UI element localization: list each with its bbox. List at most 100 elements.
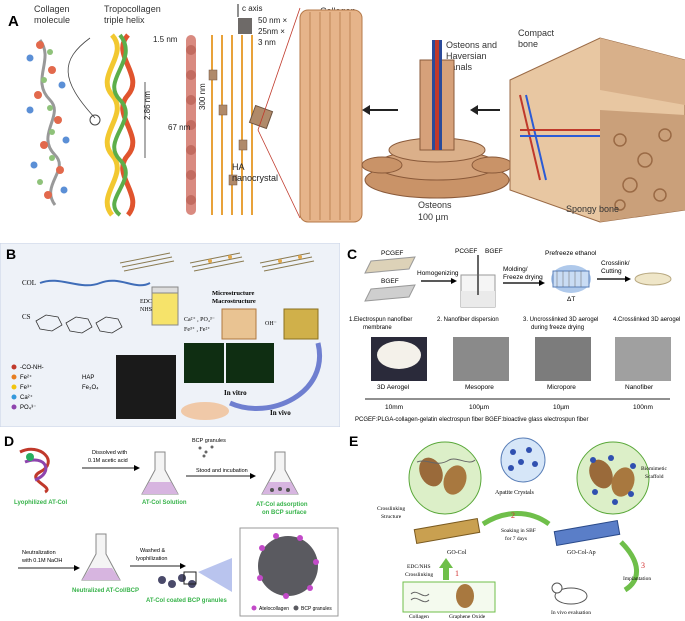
dim-2-86: 2.86 nm: [143, 91, 152, 120]
prefreeze-label: Prefreeze ethanol: [545, 250, 597, 257]
washed-label: Washed &: [140, 548, 166, 554]
panel-c: C PCGEF BGEF Homogenizing PCGEF BGEF Mol…: [345, 243, 685, 427]
canals-label: canals: [446, 62, 473, 72]
scale-1: 100µm: [469, 404, 489, 411]
step-num-1: 1: [455, 569, 459, 578]
compact-bone-label: Compact: [518, 28, 555, 38]
col-label: COL: [22, 279, 36, 287]
step-3b: during freeze drying: [531, 325, 584, 331]
aerogel-frozen: [551, 265, 591, 293]
osteons-label: Osteons: [418, 200, 452, 210]
crystal-dim-1: 50 nm ×: [258, 16, 287, 25]
collagen-label: Collagen: [409, 614, 429, 620]
collagen-molecule-chain: [26, 39, 70, 206]
lyophilized-label: Lyophilized AT-Col: [14, 500, 67, 506]
in-vitro-label: In vitro: [224, 389, 247, 397]
panel-d-letter: D: [4, 433, 14, 449]
delta-t-label: ΔT: [567, 296, 575, 303]
crosslinked-aerogel: [634, 272, 672, 286]
haversian-label: Haversian: [446, 51, 487, 61]
legend-atelocollagen: Atelocollagen: [259, 606, 289, 612]
in-vivo-eval-label: In vivo evaluation: [551, 610, 591, 616]
crystal-dim-3: 3 nm: [258, 38, 276, 47]
top-crystals: [208, 255, 302, 263]
img-label-aerogel: 3D Aerogel: [377, 384, 410, 391]
panel-c-letter: C: [347, 246, 357, 262]
soaking-label: Soaking in SBF: [501, 528, 536, 534]
bcp-granules-icon: [198, 445, 214, 458]
legend-bcp: BCP granules: [301, 606, 332, 612]
blue-circle: [500, 437, 546, 483]
coated-granules: [158, 574, 196, 588]
img-label-mesopore: Mesopore: [465, 384, 494, 391]
bgef-membrane: [364, 284, 416, 302]
legend-atelocollagen-icon: [251, 605, 257, 611]
top-fibers: [119, 252, 315, 272]
adsorption-label-2: on BCP surface: [262, 510, 307, 516]
scaffold-1: [221, 308, 257, 340]
dim-300: 300 nm: [198, 83, 207, 110]
scaffold-label: Scaffold: [645, 473, 664, 480]
step-4: 4.Crosslinked 3D aerogel: [613, 317, 680, 323]
mesopore-image: [453, 337, 509, 381]
nanocrystal-label: nanocrystal: [232, 173, 278, 183]
apatite-label: Apatite Crystals: [495, 490, 534, 496]
cs-structure: [35, 314, 123, 334]
bone-block: [509, 37, 685, 223]
arrow-up-e: [439, 558, 453, 580]
stood-label: Stood and incubation: [196, 468, 248, 474]
materials-box: [402, 581, 496, 613]
crosslinking-e-label: Crosslinking: [405, 572, 433, 578]
col-chain: [39, 279, 151, 287]
arrow-d-3: [18, 565, 80, 571]
oh-label: OH⁻: [265, 321, 277, 327]
pcgef2-label: PCGEF: [455, 248, 477, 255]
neutralized-label: Neutralized AT-Col/BCP: [72, 588, 139, 594]
pcgef-note: PCGEF:PLGA-collagen-gelatin electrospun …: [355, 417, 588, 423]
in-vivo-label: In vivo: [270, 409, 291, 417]
nhs-label: NHS: [140, 307, 152, 313]
edc-nhs-label: EDC/NHS: [407, 564, 431, 570]
atcol-solution-label: AT-Col Solution: [142, 500, 187, 506]
pcgef-membrane: [364, 256, 416, 274]
go-col-label: GO-Col: [447, 550, 467, 556]
go-col-scaffold: [413, 517, 481, 545]
lyophilization-label: lyophilization: [136, 556, 168, 562]
bgef2-label: BGEF: [485, 248, 503, 255]
panel-e: E Apatite Crystals Biomimetic Scaffold C…: [345, 432, 685, 621]
arrow-d-1: [82, 465, 140, 471]
triple-helix-label: triple helix: [104, 15, 145, 25]
legend-b-0: -CO-NH-: [20, 365, 44, 371]
legend-bcp-icon: [293, 605, 299, 611]
osteons-stack: [361, 40, 513, 199]
crystal-dim-2: 25nm ×: [258, 27, 285, 36]
bgef-label: BGEF: [381, 278, 399, 285]
triple-helix: [104, 33, 136, 217]
dissolved-label: Dissolved with: [92, 450, 127, 456]
crosslink-circle: [408, 441, 482, 515]
bcp-granules-label: BCP granules: [192, 438, 226, 444]
homogenizing-label: Homogenizing: [417, 270, 459, 277]
flask-d-2: [261, 451, 299, 495]
dim-1-5: 1.5 nm: [153, 35, 178, 44]
panel-a-svg: A Collagen molecule Tropocollagen triple…: [8, 4, 685, 223]
scaffold-circle: [576, 441, 650, 515]
legend-b-hap: HAP: [82, 375, 94, 381]
ions-label: Ca²⁺ , PO₄³⁻: [184, 316, 215, 323]
tropocollagen-label: Tropocollagen: [104, 4, 161, 14]
days-label: for 7 days: [505, 535, 527, 542]
panel-b-letter: B: [6, 246, 16, 262]
acetic-label: 0.1M acetic acid: [88, 458, 128, 464]
scale-3: 100nm: [633, 404, 653, 411]
panel-a-letter: A: [8, 13, 19, 30]
microfibril: [186, 35, 196, 215]
panel-b: B COL CS EDC NHS Microstructure Macrostr…: [0, 243, 340, 427]
pcgef-label: PCGEF: [381, 250, 403, 257]
arrow-left-1: [362, 105, 398, 115]
nanofiber-image: [615, 337, 671, 381]
go-col-ap-label: GO-Col-Ap: [567, 550, 596, 556]
dispersion-beaker: [460, 255, 496, 308]
graphene-oxide-icon: [456, 584, 474, 608]
molding-label: Molding/: [503, 266, 528, 273]
collagen-fibril: [299, 9, 363, 223]
